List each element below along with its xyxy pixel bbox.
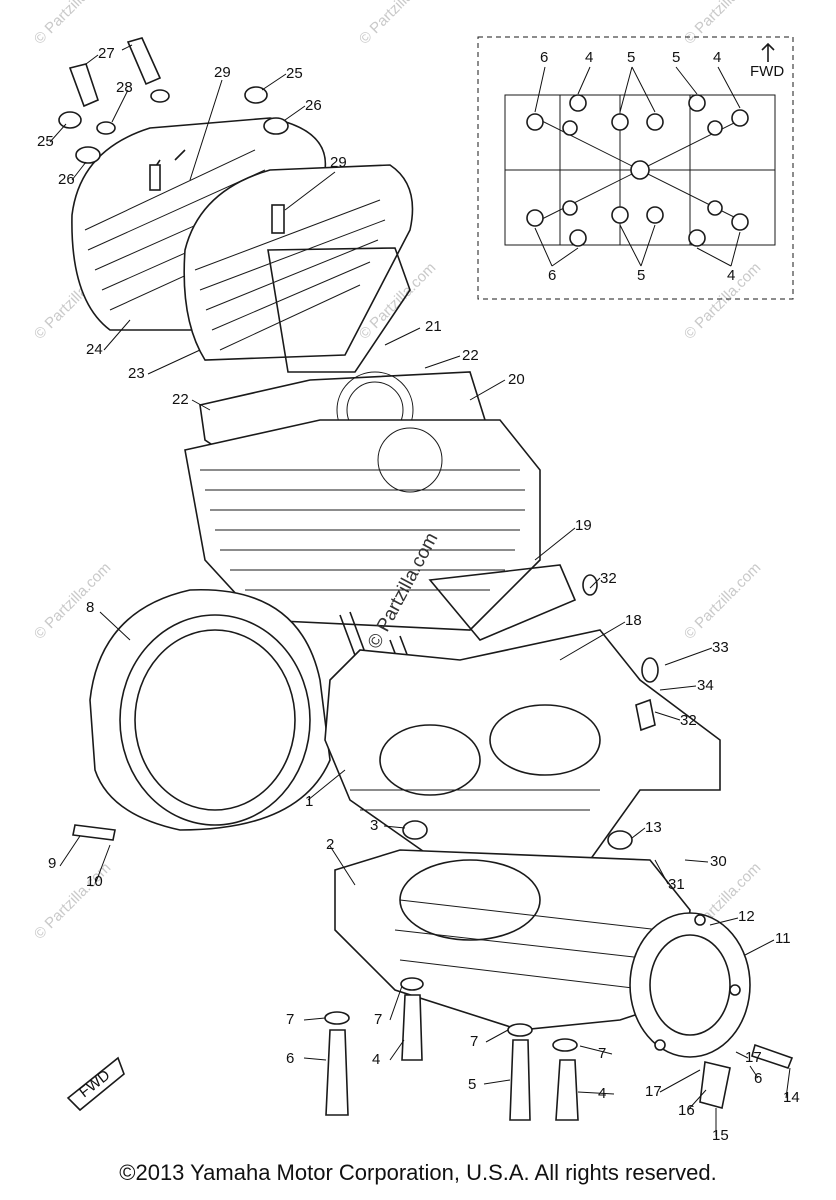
watermark-text: © Partzilla.com — [31, 859, 114, 942]
inset-callout: 6 — [540, 49, 548, 66]
callout-9: 9 — [48, 855, 56, 872]
watermark-text: © Partzilla.com — [681, 0, 764, 48]
callout-24: 24 — [86, 341, 103, 358]
watermark-text: © Partzilla.com — [681, 259, 764, 342]
callout-4: 4 — [372, 1051, 380, 1068]
callout-20: 20 — [508, 371, 525, 388]
callout-25: 25 — [37, 133, 54, 150]
callout-16: 16 — [678, 1102, 695, 1119]
inset-callout: 4 — [727, 267, 735, 284]
fwd-direction-badge: FWD — [66, 1056, 125, 1112]
cylinder-heads — [71, 117, 414, 373]
inset-callout: 4 — [713, 49, 721, 66]
callout-14: 14 — [783, 1089, 800, 1106]
callout-30: 30 — [710, 853, 727, 870]
inset-callout: 4 — [585, 49, 593, 66]
callout-29: 29 — [330, 154, 347, 171]
callout-8: 8 — [86, 599, 94, 616]
callout-28: 28 — [116, 79, 133, 96]
watermark-text: © Partzilla.com — [681, 559, 764, 642]
callout-32: 32 — [680, 712, 697, 729]
callout-labels: 27 29 25 28 26 25 26 29 24 23 21 22 22 2… — [37, 45, 800, 1144]
callout-32: 32 — [600, 570, 617, 587]
callout-17: 17 — [745, 1049, 762, 1066]
callout-19: 19 — [575, 517, 592, 534]
callout-26: 26 — [58, 171, 75, 188]
callout-6: 6 — [286, 1050, 294, 1067]
watermark-text: © Partzilla.com — [356, 0, 439, 48]
callout-33: 33 — [712, 639, 729, 656]
callout-29: 29 — [214, 64, 231, 81]
inset-callout: 6 — [548, 267, 556, 284]
callout-7: 7 — [286, 1011, 294, 1028]
callout-6: 6 — [754, 1070, 762, 1087]
callout-5: 5 — [468, 1076, 476, 1093]
callout-7: 7 — [374, 1011, 382, 1028]
head-fasteners — [58, 37, 289, 164]
inset-callout: 5 — [637, 267, 645, 284]
callout-7: 7 — [470, 1033, 478, 1050]
side-cover — [629, 912, 751, 1058]
watermark-text: © Partzilla.com — [31, 0, 114, 48]
callout-27: 27 — [98, 45, 115, 62]
watermark-text: © Partzilla.com — [31, 559, 114, 642]
callout-25: 25 — [286, 65, 303, 82]
callout-13: 13 — [645, 819, 662, 836]
callout-12: 12 — [738, 908, 755, 925]
callout-10: 10 — [86, 873, 103, 890]
callout-18: 18 — [625, 612, 642, 629]
callout-15: 15 — [712, 1127, 729, 1144]
callout-17: 17 — [645, 1083, 662, 1100]
callout-23: 23 — [128, 365, 145, 382]
inset-callout: 5 — [627, 49, 635, 66]
callout-7: 7 — [598, 1045, 606, 1062]
fan-shroud — [89, 588, 331, 831]
inset-fwd-label: FWD — [750, 63, 784, 80]
callout-2: 2 — [326, 836, 334, 853]
callout-26: 26 — [305, 97, 322, 114]
callout-1: 1 — [305, 793, 313, 810]
cylinder-block — [184, 371, 577, 641]
copyright-notice: ©2013 Yamaha Motor Corporation, U.S.A. A… — [119, 1160, 717, 1185]
callout-22: 22 — [172, 391, 189, 408]
upper-crankcase — [324, 629, 721, 871]
inset-callout: 5 — [672, 49, 680, 66]
torque-sequence-inset: FWD 6 4 5 5 4 6 5 4 — [477, 36, 794, 300]
leader-lines — [49, 44, 791, 1136]
callout-34: 34 — [697, 677, 714, 694]
callout-22: 22 — [462, 347, 479, 364]
callout-21: 21 — [425, 318, 442, 335]
callout-31: 31 — [668, 876, 685, 893]
callout-3: 3 — [370, 817, 378, 834]
callout-11: 11 — [775, 930, 791, 947]
